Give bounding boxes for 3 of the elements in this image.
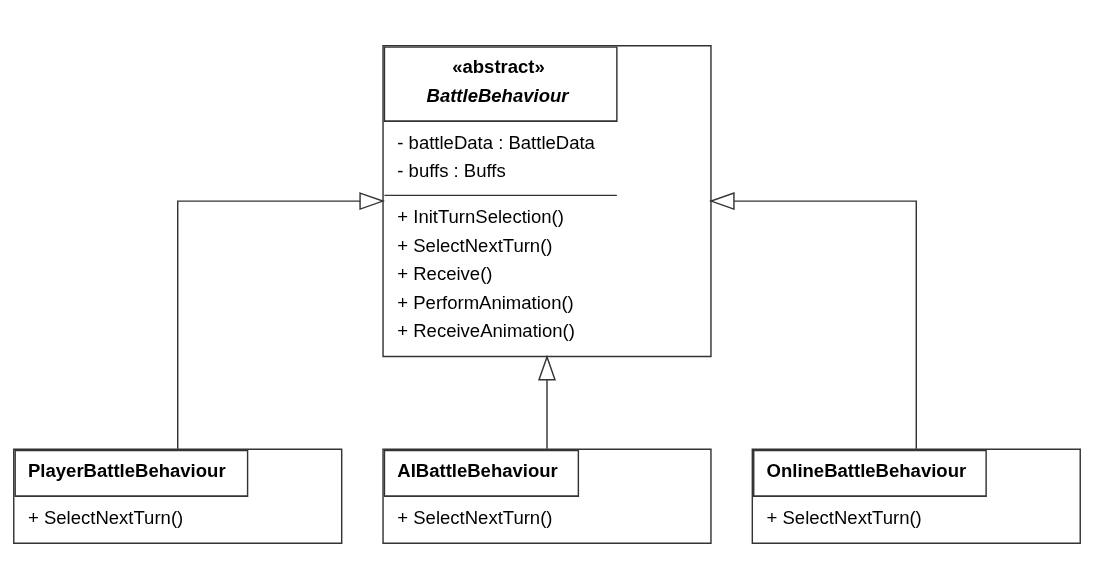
arrow	[177, 191, 386, 450]
arrow	[538, 354, 556, 450]
arrow	[708, 191, 917, 450]
